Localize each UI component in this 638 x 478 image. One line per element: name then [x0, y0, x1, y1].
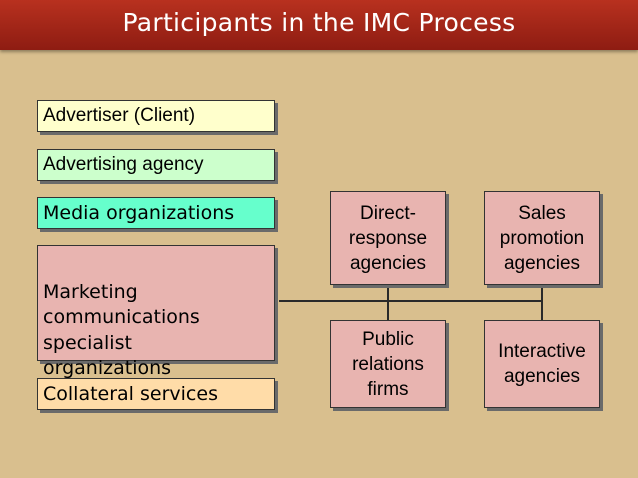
- connector-sales-promotion: [541, 285, 543, 320]
- advertising-agency-box: Advertising agency: [37, 149, 275, 181]
- slide-title: Participants in the IMC Process: [122, 8, 516, 37]
- connector-horizontal: [279, 300, 543, 302]
- direct-response-box: Direct- response agencies: [330, 191, 446, 285]
- interactive-agencies-label: Interactive agencies: [498, 341, 586, 387]
- connector-direct-response: [387, 285, 389, 320]
- title-bar: Participants in the IMC Process: [0, 0, 638, 50]
- advertising-agency-label: Advertising agency: [43, 154, 204, 175]
- sales-promotion-box: Sales promotion agencies: [484, 191, 600, 285]
- interactive-agencies-box: Interactive agencies: [484, 320, 600, 408]
- advertiser-label: Advertiser (Client): [43, 105, 196, 126]
- marcom-specialists-box: Marketing communications specialist orga…: [37, 245, 275, 379]
- public-relations-label: Public relations firms: [352, 328, 424, 400]
- public-relations-box: Public relations firms: [330, 320, 446, 408]
- sales-promotion-label: Sales promotion agencies: [499, 202, 585, 274]
- direct-response-label: Direct- response agencies: [348, 202, 428, 274]
- advertiser-box: Advertiser (Client): [37, 100, 275, 132]
- collateral-services-box: Collateral services: [37, 378, 275, 410]
- media-organizations-box: Media organizations: [37, 197, 275, 229]
- marcom-specialists-label: Marketing communications specialist orga…: [43, 280, 200, 380]
- media-organizations-label: Media organizations: [43, 202, 235, 224]
- collateral-services-label: Collateral services: [43, 383, 218, 405]
